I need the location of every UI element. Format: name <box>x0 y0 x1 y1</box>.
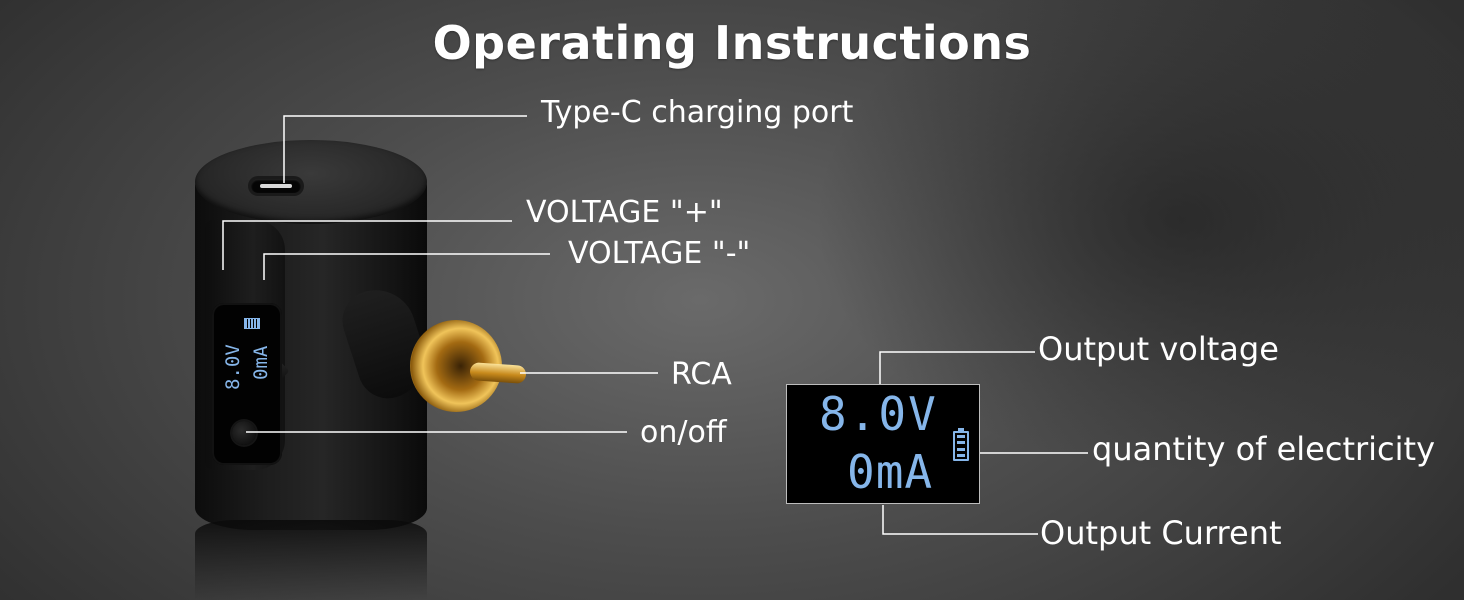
callout-line-charging-port <box>283 115 527 183</box>
battery-full-icon <box>953 428 969 461</box>
device-oled-battery-icon <box>244 318 260 329</box>
power-button-icon[interactable] <box>232 421 256 445</box>
display-voltage-value: 8.0V <box>819 387 938 441</box>
label-battery: quantity of electricity <box>1092 430 1436 468</box>
label-output-voltage: Output voltage <box>1038 330 1279 368</box>
callout-line-voltage-minus <box>263 253 550 280</box>
device-reflection <box>195 520 427 600</box>
label-output-current: Output Current <box>1040 514 1282 552</box>
label-rca: RCA <box>671 357 732 392</box>
type-c-port-icon[interactable] <box>251 179 301 193</box>
label-voltage-minus: VOLTAGE "-" <box>568 236 751 271</box>
label-power: on/off <box>640 415 727 450</box>
device-top-cap <box>195 140 427 224</box>
callout-line-voltage-plus <box>222 220 512 270</box>
callout-line-output-voltage <box>879 351 1035 384</box>
label-voltage-plus: VOLTAGE "+" <box>526 195 723 230</box>
label-charging-port: Type-C charging port <box>541 95 854 130</box>
zoomed-display-screen: 8.0V 0mA <box>786 384 980 504</box>
callout-line-output-current <box>882 505 1038 535</box>
page-title: Operating Instructions <box>432 16 1032 70</box>
display-current-value: 0mA <box>847 445 934 499</box>
